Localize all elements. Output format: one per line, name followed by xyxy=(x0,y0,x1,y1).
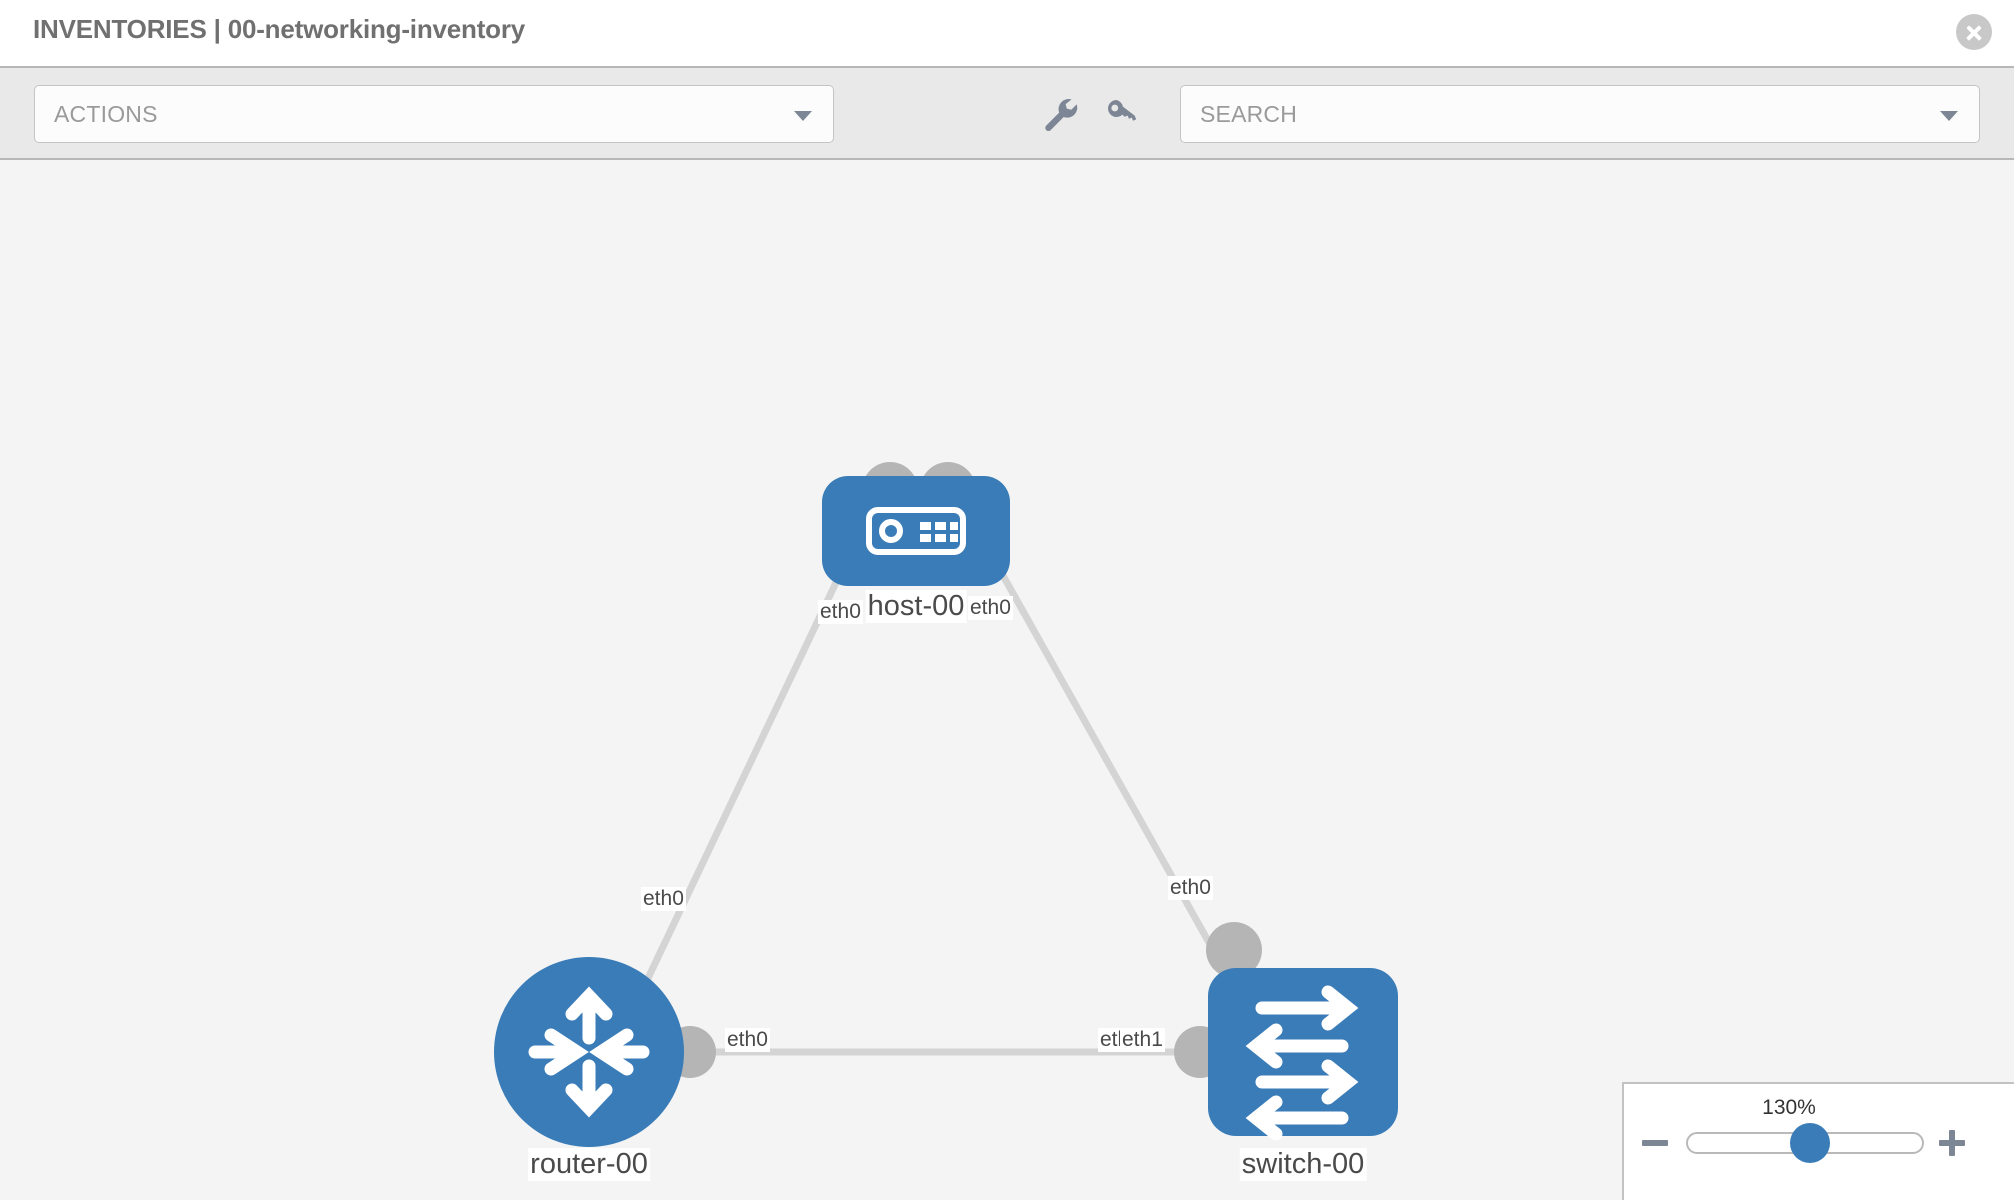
page-header: INVENTORIES | 00-networking-inventory xyxy=(0,0,2014,68)
edge-label: eth0 xyxy=(968,596,1013,620)
zoom-slider-thumb[interactable] xyxy=(1790,1123,1830,1163)
node-label-router: router-00 xyxy=(528,1148,650,1181)
search-placeholder: SEARCH xyxy=(1200,101,1298,127)
edge-label: eth0 xyxy=(641,887,686,911)
chevron-down-icon[interactable] xyxy=(794,111,812,121)
key-icon[interactable] xyxy=(1102,94,1142,134)
port-switch-top[interactable] xyxy=(1206,922,1262,978)
edge-label: eth0 xyxy=(818,600,863,624)
node-router-00[interactable] xyxy=(494,957,684,1147)
chevron-down-icon[interactable] xyxy=(1940,111,1958,121)
toolbar: ACTIONS SEARCH xyxy=(0,68,2014,160)
node-switch-00[interactable] xyxy=(1208,968,1398,1141)
zoom-percent-label: 130% xyxy=(1762,1096,1816,1119)
toolbar-icons xyxy=(1040,85,1160,143)
actions-dropdown-label: ACTIONS xyxy=(54,101,158,127)
node-label-switch: switch-00 xyxy=(1239,1148,1367,1181)
topology-canvas[interactable]: eth0 eth0 eth0 eth0 eth0 eth eth1 host-0… xyxy=(0,160,2014,1200)
edge-label: eth1 xyxy=(1120,1028,1165,1052)
search-input[interactable]: SEARCH xyxy=(1180,85,1980,143)
close-icon[interactable] xyxy=(1956,14,1992,50)
minus-icon[interactable] xyxy=(1638,1126,1672,1160)
zoom-control-panel: 130% xyxy=(1622,1082,2014,1200)
plus-icon[interactable] xyxy=(1935,1126,1969,1160)
node-host-00[interactable] xyxy=(822,476,1010,586)
wrench-icon[interactable] xyxy=(1040,94,1080,134)
node-label-host: host-00 xyxy=(865,590,967,623)
page-title: INVENTORIES | 00-networking-inventory xyxy=(33,14,526,44)
edge-label: eth0 xyxy=(725,1028,770,1052)
actions-dropdown[interactable]: ACTIONS xyxy=(34,85,834,143)
topology-graph xyxy=(494,462,1398,1147)
edge-label: eth0 xyxy=(1168,876,1213,900)
